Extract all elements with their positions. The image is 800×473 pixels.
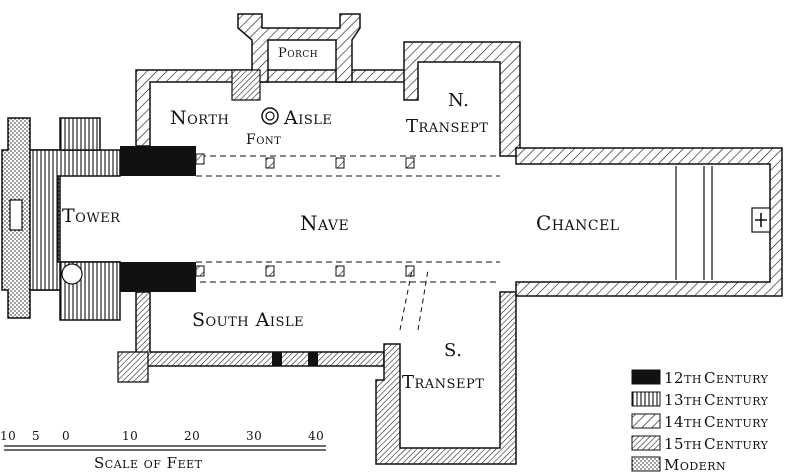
nave-piers — [195, 153, 415, 277]
legend-item-15th: 15th Century — [631, 435, 769, 453]
s-transept-label-b: Transept — [402, 372, 484, 393]
scale-tick: 40 — [308, 429, 324, 443]
scale-tick: 5 — [32, 429, 40, 443]
legend: 12th Century 13th Century 14th Century 1… — [631, 369, 769, 473]
scale-tick: 20 — [184, 429, 200, 443]
legend-label: Century — [704, 391, 769, 409]
n-transept-label-a: N. — [448, 90, 469, 111]
legend-item-13th: 13th Century — [631, 391, 769, 409]
scale-tick: 0 — [62, 429, 70, 443]
north-transept — [403, 41, 521, 157]
tower-arch-north-12c — [120, 146, 196, 176]
scale-tick: 10 — [122, 429, 138, 443]
s-transept-label-a: S. — [444, 340, 462, 361]
legend-item-14th: 14th Century — [631, 413, 769, 431]
font-label: Font — [246, 132, 281, 148]
tower-label: Tower — [62, 205, 121, 227]
legend-item-modern: Modern — [631, 456, 726, 473]
scale-tick: 30 — [246, 429, 262, 443]
legend-period: 13th — [664, 391, 702, 409]
scale-bar: 10 5 0 10 20 30 40 Scale of Feet — [0, 429, 326, 472]
font-icon — [261, 107, 279, 125]
scale-caption: Scale of Feet — [94, 454, 203, 472]
legend-label: Century — [704, 413, 769, 431]
chancel — [515, 147, 783, 297]
legend-period: 12th — [664, 369, 702, 387]
tower — [1, 117, 196, 321]
nave — [150, 153, 500, 277]
north-aisle — [135, 13, 500, 157]
legend-label: Century — [704, 435, 769, 453]
south-aisle-label: South Aisle — [192, 309, 304, 331]
nave-label: Nave — [300, 211, 349, 235]
tower-arch-south-12c — [120, 262, 196, 292]
legend-period: 14th — [664, 413, 702, 431]
south-transept — [375, 269, 517, 465]
n-transept-label-b: Transept — [406, 116, 488, 137]
scale-tick: 10 — [0, 429, 16, 443]
south-aisle — [117, 281, 500, 383]
legend-item-12th: 12th Century — [631, 369, 769, 387]
legend-label: Century — [704, 369, 769, 387]
legend-label: Modern — [664, 456, 726, 473]
porch-walls — [237, 13, 361, 83]
legend-period: 15th — [664, 435, 702, 453]
north-aisle-label: North — [170, 107, 229, 129]
north-aisle-label-b: Aisle — [283, 107, 332, 129]
porch-label: Porch — [278, 46, 318, 61]
chancel-label: Chancel — [536, 211, 620, 235]
